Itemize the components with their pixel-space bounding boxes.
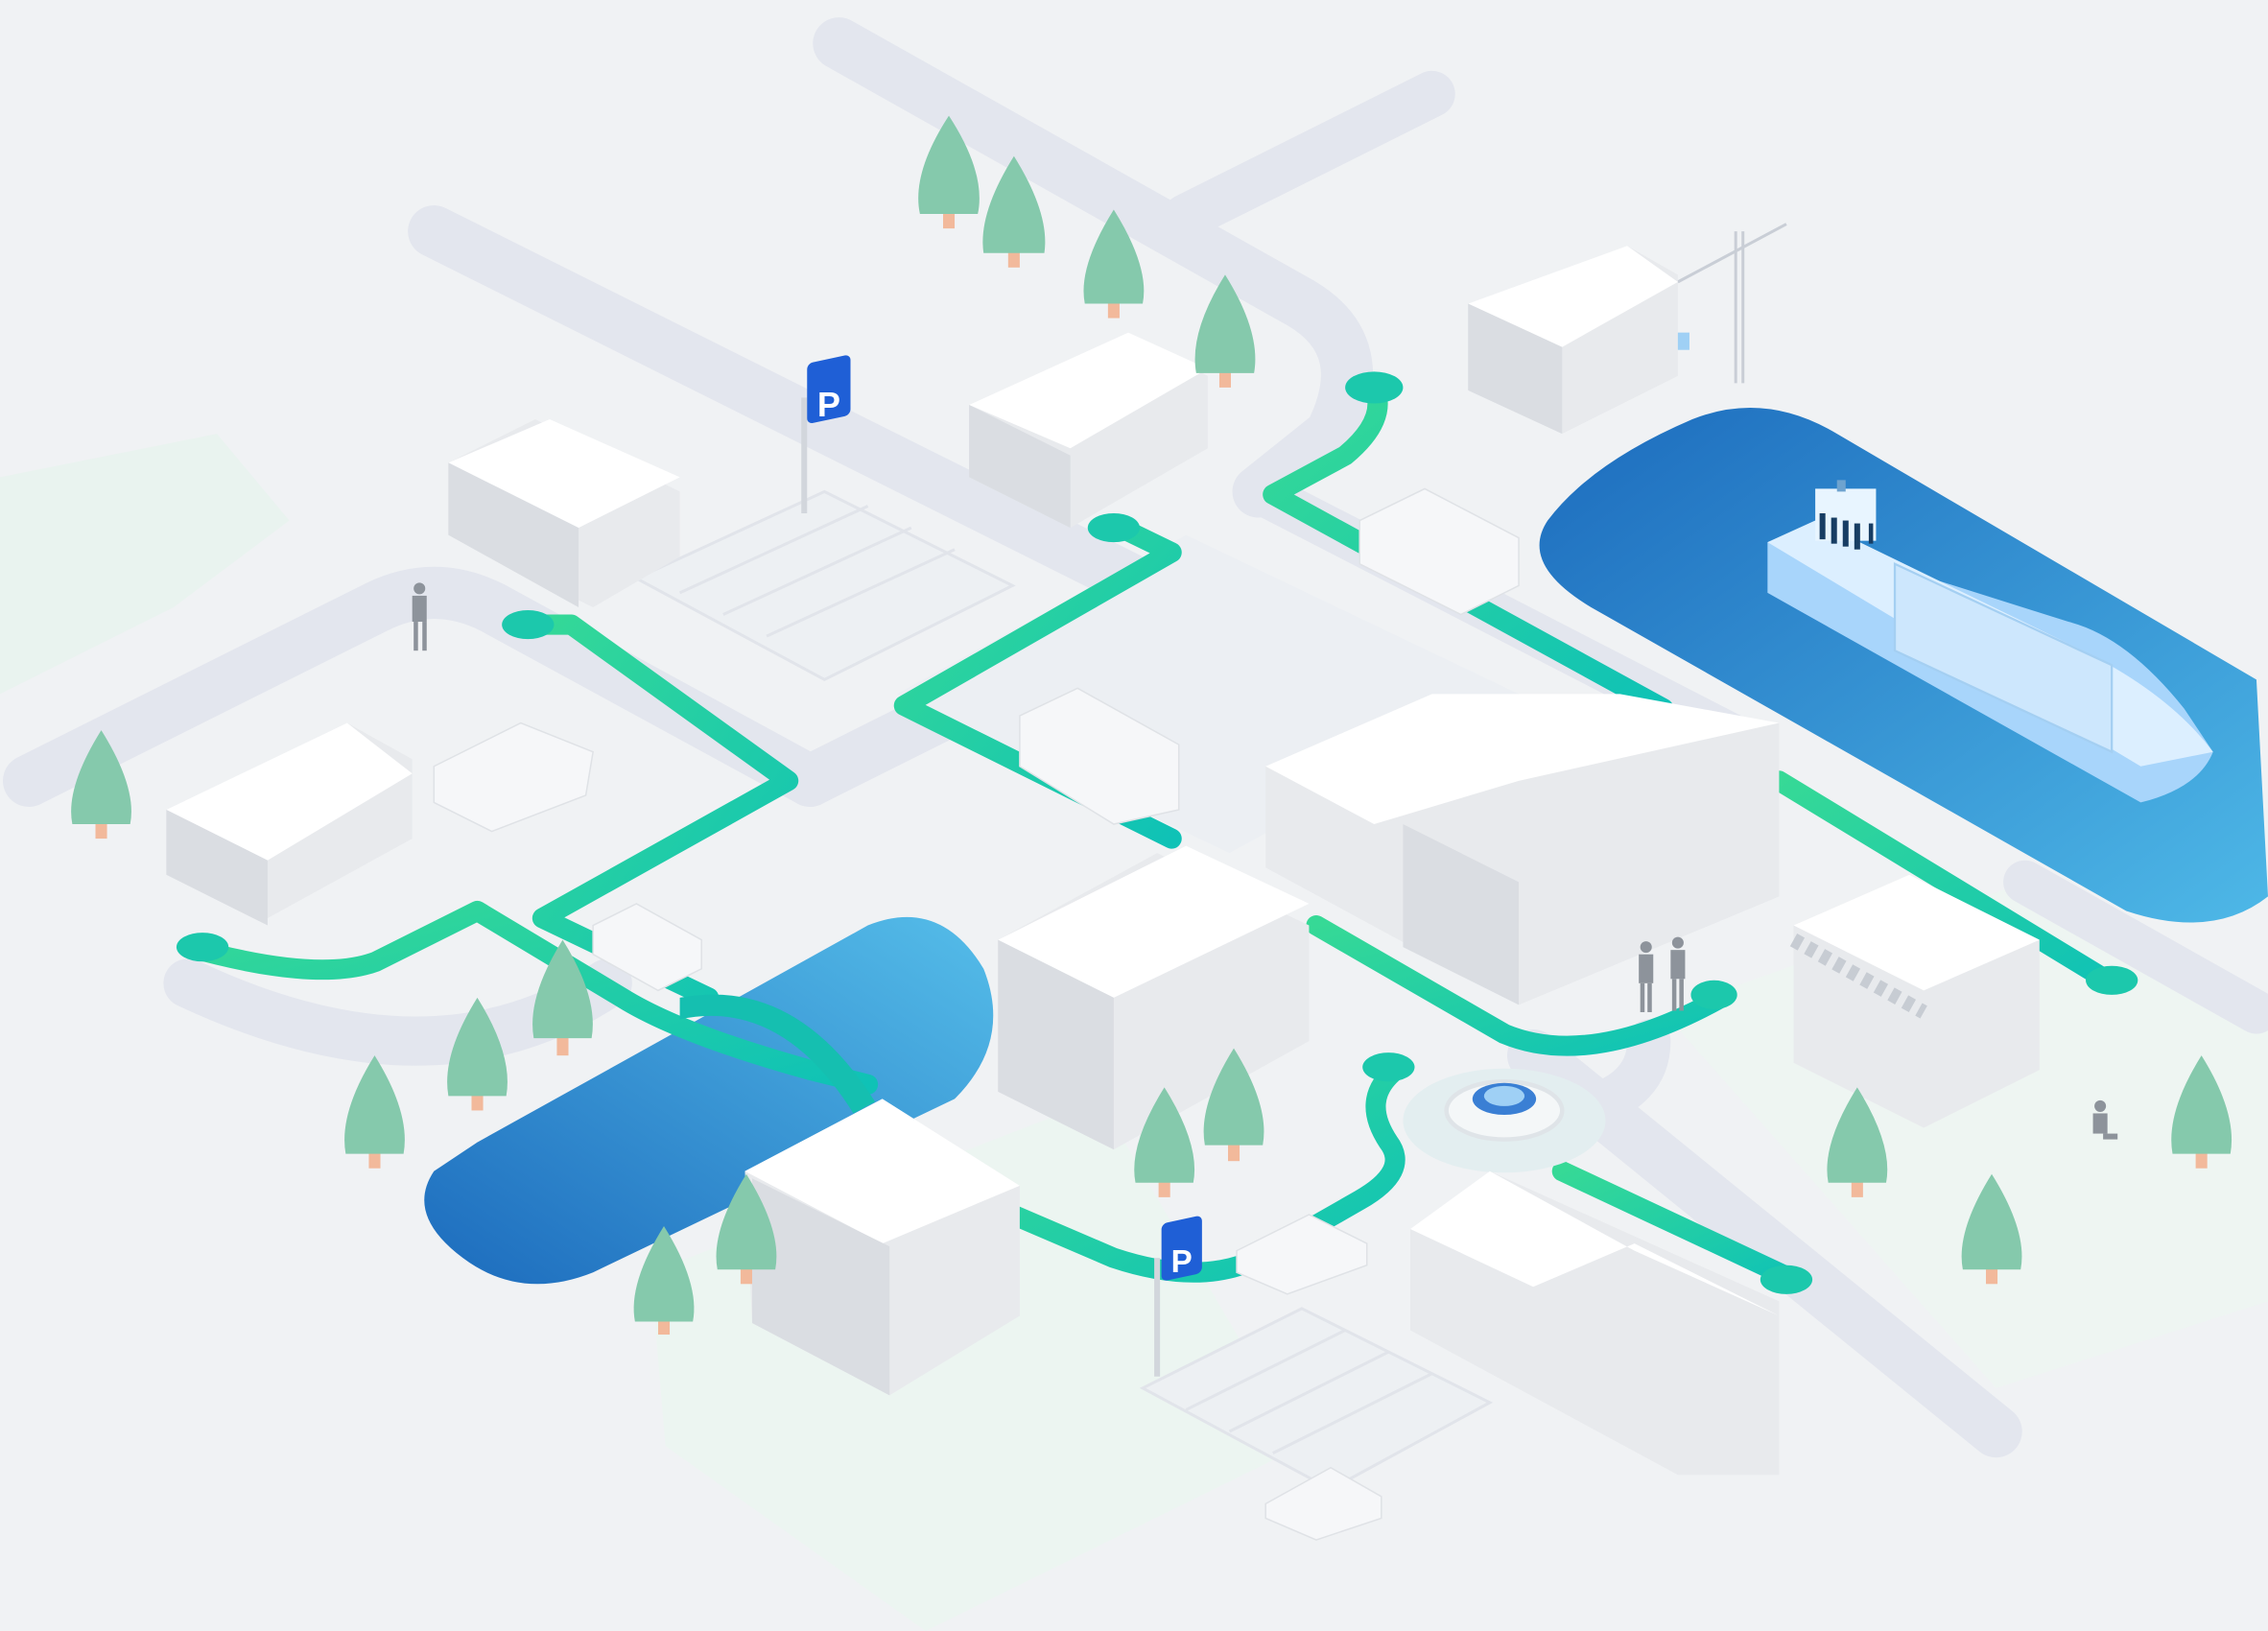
person-sitting xyxy=(2092,1099,2118,1140)
building-row-houses xyxy=(1265,694,1780,1005)
bridge xyxy=(679,994,876,1114)
people xyxy=(412,582,2118,1140)
parking-lot-upper xyxy=(632,489,1016,682)
truck-3 xyxy=(433,721,594,833)
truck-1 xyxy=(1358,487,1520,616)
parking-sign-label: P xyxy=(1171,1244,1193,1280)
building-apartments-center xyxy=(998,845,1310,1150)
parking-lot-lower xyxy=(1139,1307,1494,1492)
building-corner-southwest xyxy=(744,1099,1020,1396)
container-ship xyxy=(1767,480,2213,803)
building-house-northwest xyxy=(448,419,680,607)
person-walking-2 xyxy=(1639,941,1654,1012)
truck-2 xyxy=(1019,687,1180,825)
building-warehouse-top xyxy=(1468,246,1678,435)
river-water xyxy=(424,916,994,1285)
person-walking-1 xyxy=(412,582,427,651)
building-houses-southeast xyxy=(1409,1170,1780,1476)
parking-sign-south: P xyxy=(1154,1216,1202,1377)
building-house-west xyxy=(166,722,413,926)
car-1 xyxy=(1264,1466,1382,1541)
construction-crane xyxy=(1663,223,1787,384)
buildings xyxy=(166,246,2040,1476)
trees xyxy=(71,115,2233,1336)
person-walking-3 xyxy=(1670,936,1686,1011)
parking-sign-label: P xyxy=(817,385,840,424)
roundabout-fountain xyxy=(1403,1068,1606,1173)
van-2 xyxy=(1236,1214,1368,1295)
parking-sign-north: P xyxy=(801,355,851,514)
route-endpoints xyxy=(176,371,2138,1294)
building-shop xyxy=(1789,874,2040,1128)
van-1 xyxy=(592,903,702,992)
vehicles xyxy=(433,487,1520,1541)
building-house-north xyxy=(969,332,1208,529)
